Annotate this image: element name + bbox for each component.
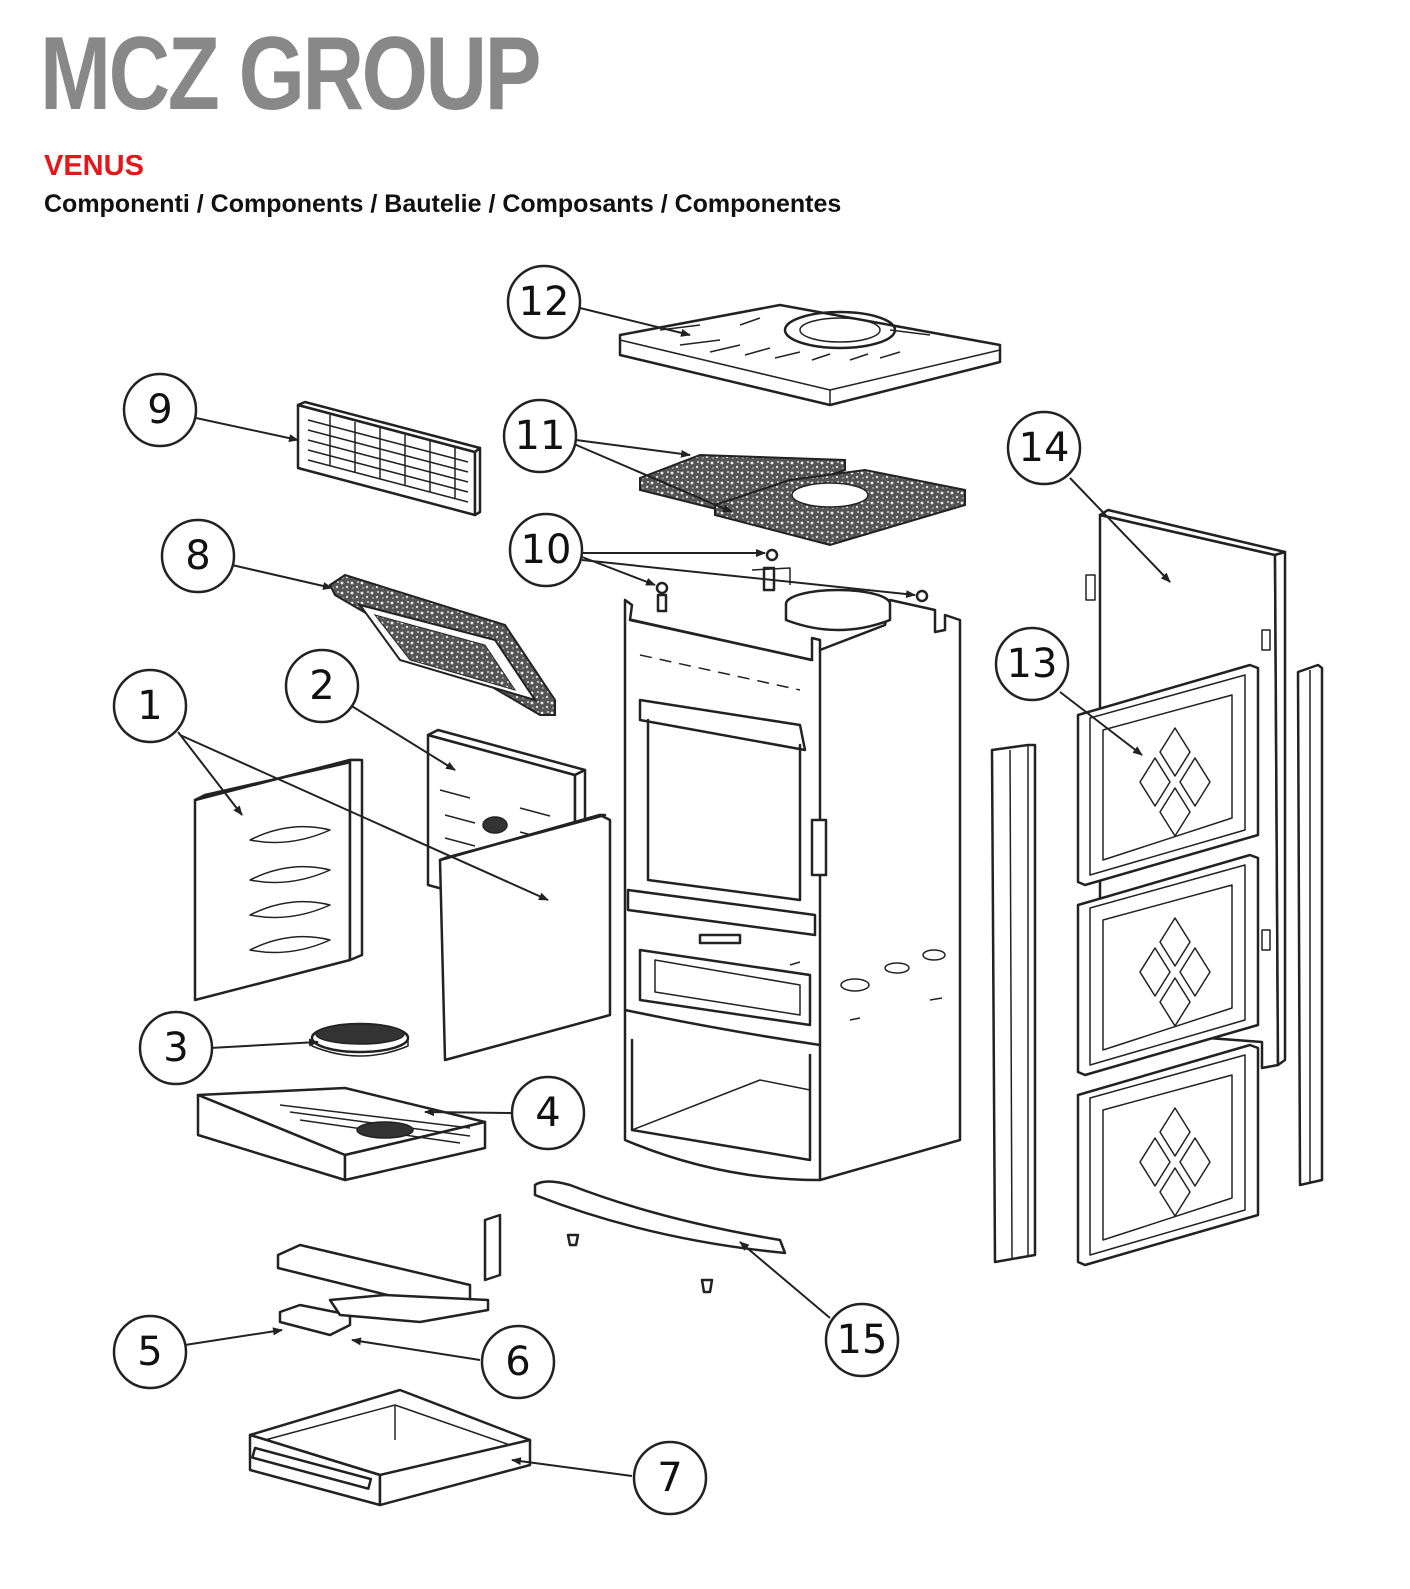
callout-4-label: 4 [535,1090,560,1136]
model-name: VENUS [44,150,144,182]
callout-6: 6 [480,1324,556,1400]
part-13-ceramic-tiles [1076,663,1260,1267]
callout-15: 15 [824,1302,900,1378]
callout-8-label: 8 [185,533,210,579]
callout-5-label: 5 [137,1329,162,1375]
callout-14: 14 [1006,410,1082,486]
part-1-side-panel [193,758,364,1002]
callout-1-label: 1 [137,683,162,729]
callout-3: 3 [138,1010,214,1086]
callout-6-label: 6 [505,1339,530,1385]
part-9-grille [296,400,482,517]
callout-5: 5 [112,1314,188,1390]
right-vertical-trim [1296,663,1324,1187]
callout-15-label: 15 [837,1317,888,1363]
part-3-grate [310,1022,410,1057]
part-5-6-air-assembly [276,1213,502,1337]
part-12-top-plate [618,303,1002,407]
part-15-front-trim [533,1180,787,1294]
brand-logo: MCZ GROUP [40,16,541,132]
callout-7-label: 7 [657,1455,682,1501]
part-11-top-boards [639,453,966,547]
stove-body [623,588,962,1182]
callout-14-label: 14 [1019,425,1070,471]
callout-3-label: 3 [163,1025,188,1071]
callout-10: 10 [508,512,584,588]
callout-8: 8 [160,518,236,594]
callout-10-label: 10 [521,527,572,573]
callout-9: 9 [122,372,198,448]
part-1-side-panel-right [438,813,612,1062]
callout-11: 11 [502,398,578,474]
callout-1: 1 [112,668,188,744]
callout-2: 2 [284,648,360,724]
part-8-baffle [328,573,556,716]
callout-12-label: 12 [519,279,570,325]
components-subtitle: Componenti / Components / Bautelie / Com… [44,190,842,218]
callout-12: 12 [506,264,582,340]
part-7-ash-drawer [248,1388,532,1507]
callout-4: 4 [510,1075,586,1151]
callout-9-label: 9 [147,387,172,433]
callout-7: 7 [632,1440,708,1516]
callout-13-label: 13 [1007,641,1058,687]
callout-2-label: 2 [309,663,334,709]
callout-13: 13 [994,626,1070,702]
part-4-hearth [196,1086,487,1182]
leader-lines [177,307,1171,1477]
callout-11-label: 11 [515,413,566,459]
left-vertical-trim [990,743,1037,1264]
